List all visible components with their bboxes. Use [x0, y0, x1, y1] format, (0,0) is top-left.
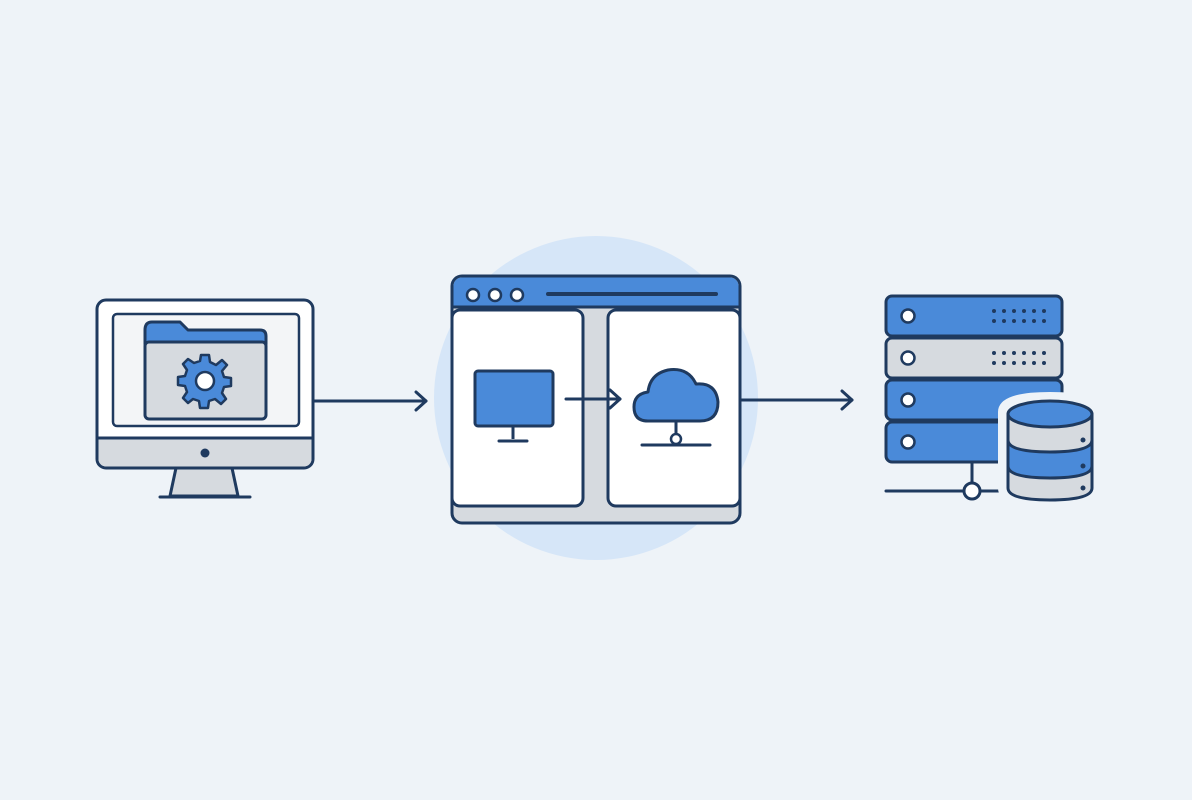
- cloud-network-icon: [632, 368, 720, 447]
- window-titlebar: [453, 277, 739, 306]
- window-controls: [465, 287, 525, 303]
- server-unit: [884, 294, 1064, 338]
- database-icon: [998, 391, 1102, 509]
- monitor-stand: [168, 466, 240, 498]
- window-minimize-icon: [487, 287, 503, 303]
- workstation-monitor-icon: [95, 298, 315, 499]
- window-maximize-icon: [509, 287, 525, 303]
- monitor-power-dot: [200, 448, 210, 458]
- server-unit: [884, 336, 1064, 380]
- app-window-icon: [434, 236, 758, 560]
- server-rack-database-icon: [884, 294, 1102, 509]
- desktop-monitor-icon: [473, 369, 555, 443]
- gear-icon: [176, 353, 233, 410]
- window-close-icon: [465, 287, 481, 303]
- network-node: [962, 481, 982, 501]
